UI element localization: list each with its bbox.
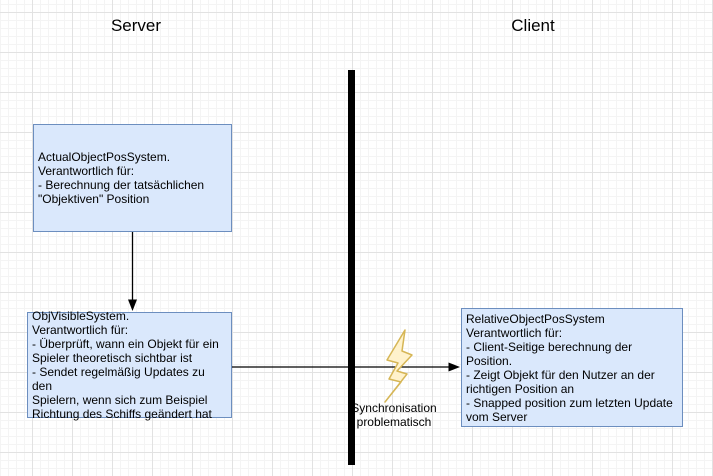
node-text: ObjVisibleSystem. Verantwortlich für: - … (32, 309, 219, 421)
annotation-synchronisation[interactable]: Synchronisation problematisch (351, 401, 437, 429)
node-text: ActualObjectPosSystem. Verantwortlich fü… (38, 150, 205, 206)
lightning-icon[interactable] (384, 329, 413, 403)
node-relative-object-pos-system[interactable]: RelativeObjectPosSystem Verantwortlich f… (461, 308, 683, 427)
server-client-divider[interactable] (348, 70, 355, 465)
lane-label-server[interactable]: Server (110, 16, 162, 35)
lane-label-client[interactable]: Client (511, 16, 555, 35)
node-obj-visible-system[interactable]: ObjVisibleSystem. Verantwortlich für: - … (27, 309, 232, 421)
node-actual-object-pos-system[interactable]: ActualObjectPosSystem. Verantwortlich fü… (33, 124, 232, 232)
arrow-actual-to-visible[interactable] (128, 232, 137, 311)
arrow-visible-to-relative[interactable] (232, 362, 460, 372)
node-text: RelativeObjectPosSystem Verantwortlich f… (466, 311, 673, 424)
